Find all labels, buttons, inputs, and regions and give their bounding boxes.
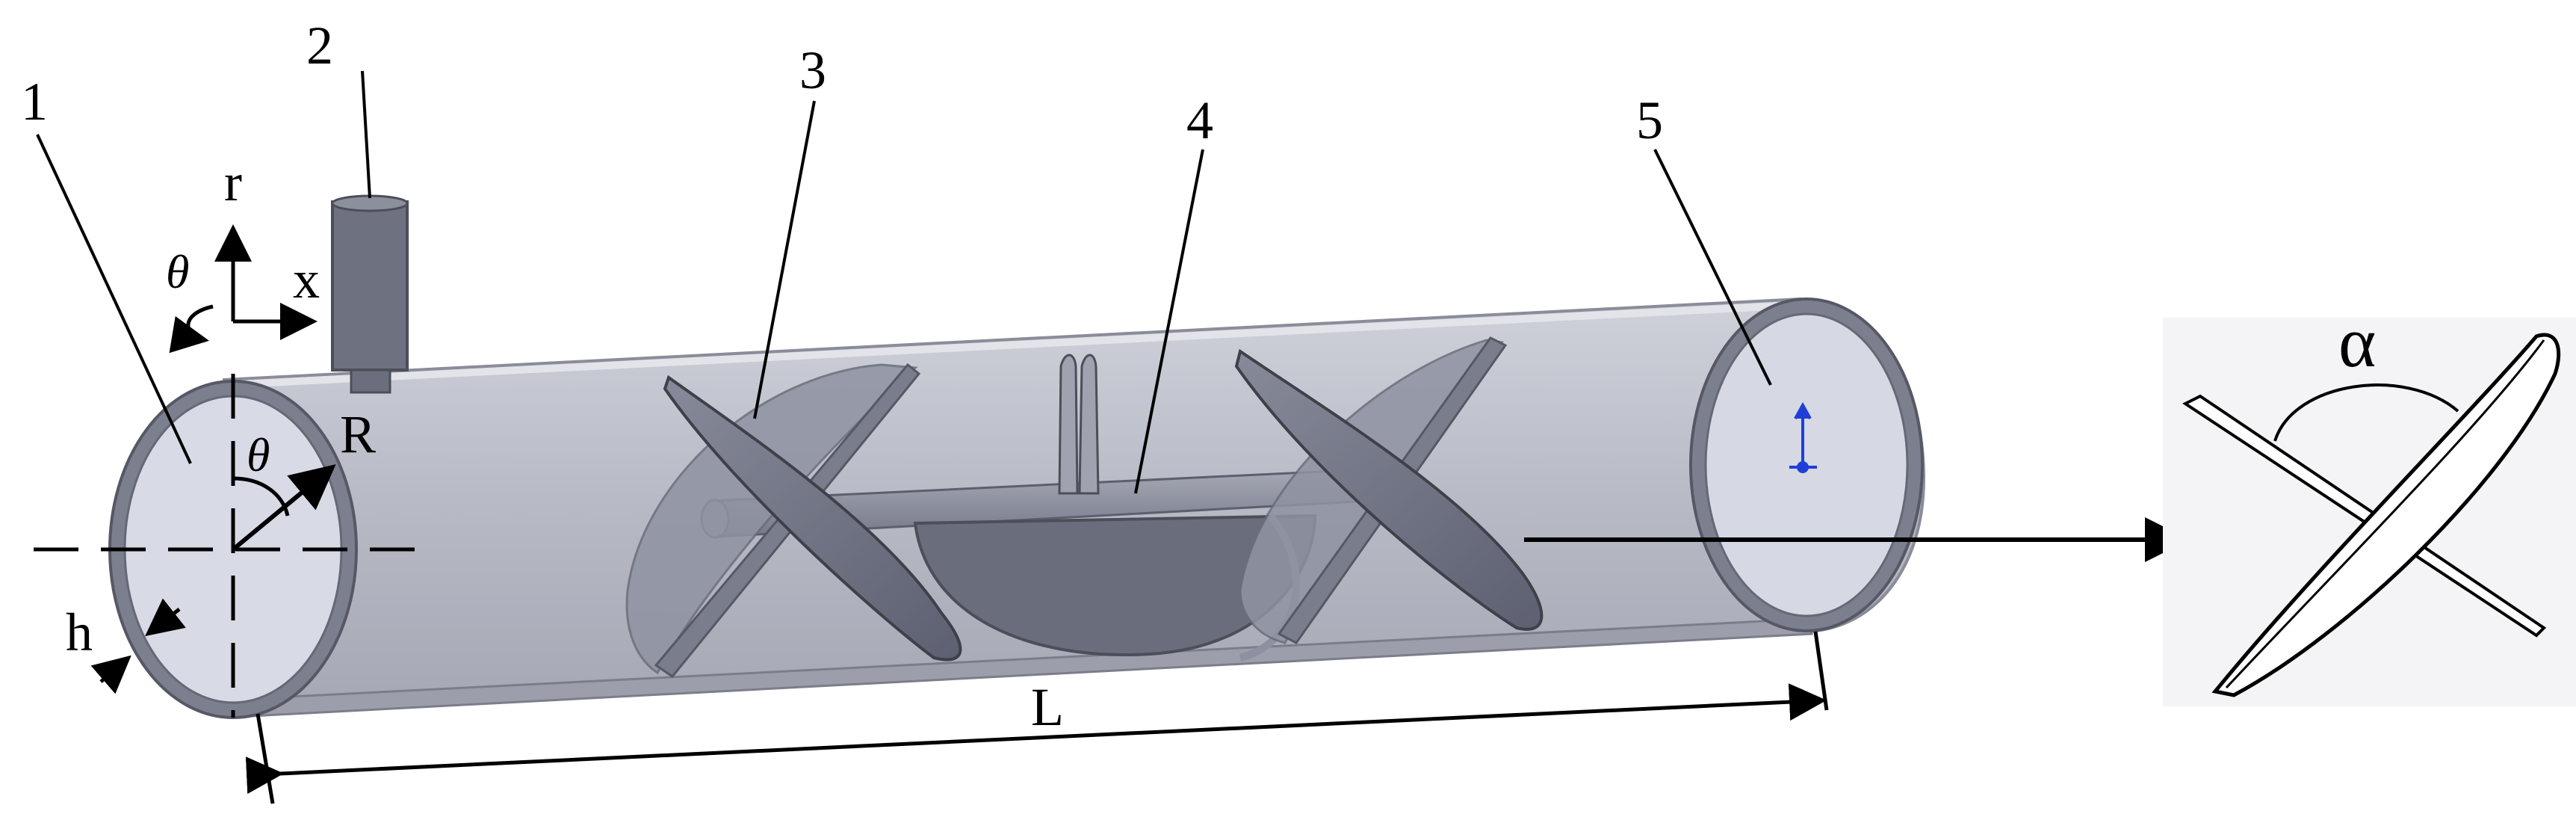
leader-1 bbox=[36, 134, 192, 464]
length-ext-right bbox=[1813, 631, 1829, 711]
inlet-centerlines bbox=[34, 374, 430, 718]
fork-vanes bbox=[1058, 354, 1100, 495]
label-part-4: 4 bbox=[1186, 90, 1213, 150]
length-dim-line bbox=[245, 683, 1827, 795]
inlet-nozzle bbox=[331, 194, 409, 394]
label-theta-axis: θ bbox=[166, 245, 189, 298]
axis-theta-arc bbox=[169, 304, 214, 354]
label-part-3: 3 bbox=[799, 40, 826, 100]
leader-lines bbox=[36, 70, 1772, 494]
label-axis-x: x bbox=[293, 250, 320, 309]
label-part-2: 2 bbox=[306, 16, 333, 75]
thickness-annotation bbox=[90, 598, 186, 694]
outlet-end bbox=[1689, 297, 1924, 632]
leader-3 bbox=[753, 100, 816, 419]
length-dimension bbox=[245, 631, 1829, 804]
coordinate-axes bbox=[169, 224, 318, 354]
detail-view bbox=[2163, 318, 2576, 706]
label-part-5: 5 bbox=[1636, 90, 1663, 150]
label-alpha: α bbox=[2338, 302, 2376, 382]
leader-2 bbox=[361, 70, 371, 199]
mixer-internals bbox=[625, 336, 1544, 679]
leader-5 bbox=[1653, 149, 1772, 386]
leader-4 bbox=[1134, 149, 1204, 494]
blade-right-front bbox=[1234, 348, 1544, 631]
blue-axis-marker-icon bbox=[1789, 401, 1817, 473]
label-theta-inlet: θ bbox=[247, 428, 270, 481]
label-thickness: h bbox=[66, 602, 93, 662]
blade-left-front bbox=[663, 374, 962, 662]
label-axis-r: r bbox=[224, 152, 242, 212]
pipe-top-edge bbox=[223, 301, 1801, 389]
length-ext-left bbox=[256, 713, 275, 804]
label-radius: R bbox=[340, 404, 376, 464]
pipe bbox=[108, 194, 1926, 719]
radius-annotation bbox=[232, 464, 336, 552]
label-length: L bbox=[1031, 677, 1064, 737]
label-part-1: 1 bbox=[21, 72, 48, 132]
alpha-arc bbox=[2273, 383, 2459, 442]
